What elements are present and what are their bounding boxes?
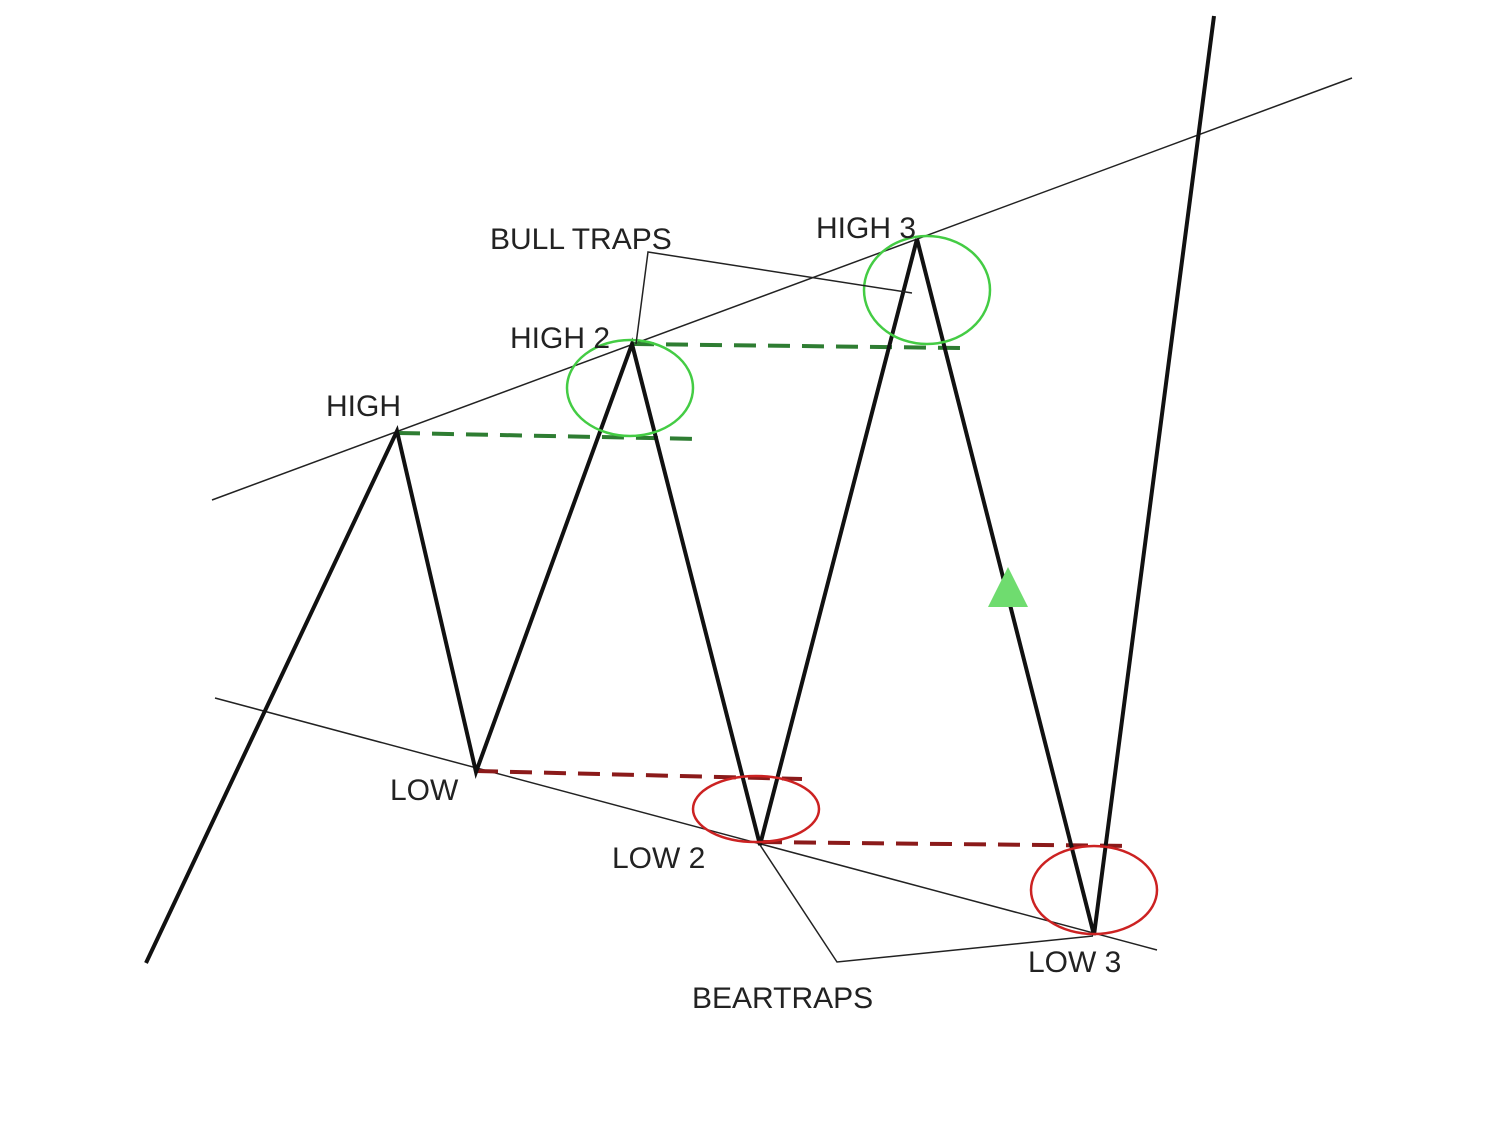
label-low2: LOW 2 bbox=[612, 842, 705, 875]
high-resistance-dash bbox=[397, 431, 701, 441]
low-support-dash bbox=[475, 769, 803, 781]
label-high2: HIGH 2 bbox=[510, 322, 610, 355]
label-beartraps: BEARTRAPS bbox=[692, 982, 873, 1015]
triangle-up-icon bbox=[988, 567, 1028, 607]
low2-support-dash bbox=[759, 840, 1134, 848]
lower-trend-line bbox=[214, 697, 1158, 951]
label-low: LOW bbox=[390, 774, 459, 807]
label-bull-traps: BULL TRAPS bbox=[490, 223, 672, 256]
label-low3: LOW 3 bbox=[1028, 946, 1121, 979]
upper-trend-line bbox=[211, 77, 1353, 501]
low3-trap-circle bbox=[1029, 844, 1159, 936]
high2-trap-circle bbox=[565, 338, 695, 438]
high3-trap-circle bbox=[862, 234, 992, 346]
label-high: HIGH bbox=[326, 390, 401, 423]
beartraps-callout bbox=[759, 844, 1094, 963]
high2-resistance-dash bbox=[631, 342, 963, 350]
low2-trap-circle bbox=[691, 774, 821, 844]
price-path bbox=[144, 15, 1216, 964]
bull-traps-callout bbox=[635, 251, 913, 345]
label-high3: HIGH 3 bbox=[816, 212, 916, 245]
